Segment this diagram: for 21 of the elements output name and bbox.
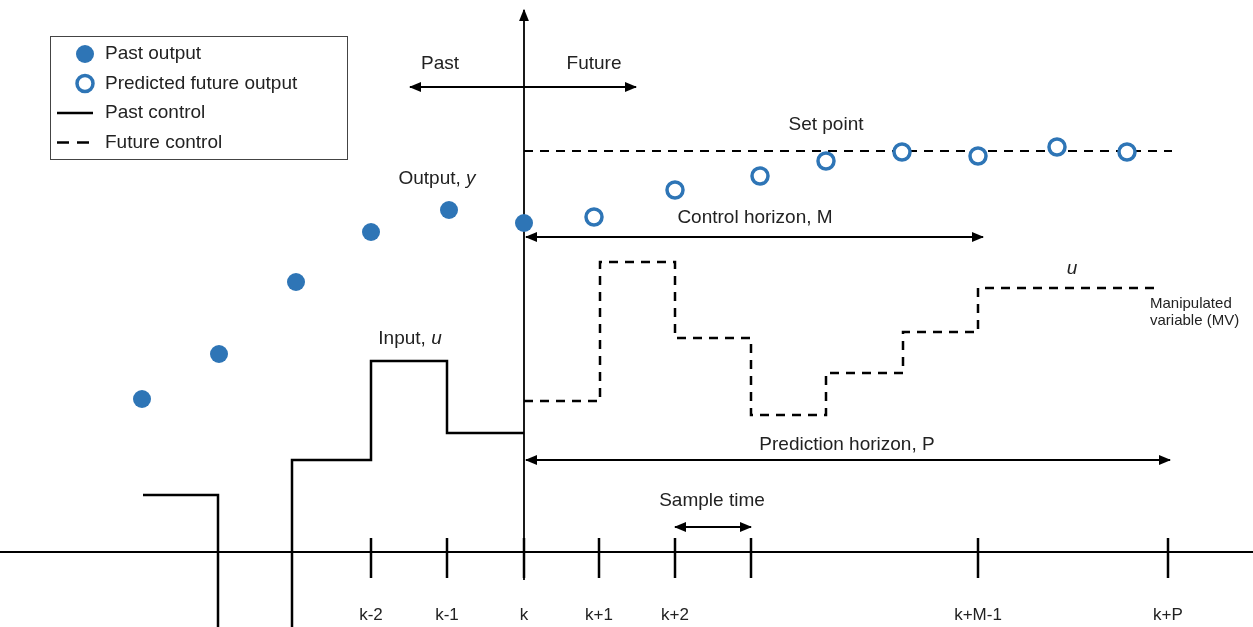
axis-label: Past (421, 52, 459, 74)
line-label: u (1066, 257, 1078, 279)
line-label: Manipulated variable (MV) (1150, 295, 1241, 328)
dimension-label: Prediction horizon, P (759, 433, 935, 455)
tick-label: k+2 (661, 605, 689, 625)
legend-label: Past control (105, 102, 206, 123)
axis-label: Output, y (398, 167, 476, 189)
tick-label: k+P (1153, 605, 1183, 625)
axis-label: Future (566, 52, 622, 74)
tick-label: k-2 (359, 605, 383, 625)
axis-label: Input, u (378, 327, 442, 349)
tick-label: k (519, 605, 529, 625)
tick-label: k-1 (435, 605, 459, 625)
line-label: Set point (788, 113, 864, 135)
tick-label: k+1 (585, 605, 613, 625)
dimension-label: Sample time (659, 489, 765, 511)
tick-label: k+M-1 (954, 605, 1002, 625)
dimension-label: Control horizon, M (677, 206, 833, 228)
legend-label: Past output (105, 43, 202, 64)
legend-label: Future control (105, 131, 223, 153)
legend-label: Predicted future output (105, 72, 298, 94)
